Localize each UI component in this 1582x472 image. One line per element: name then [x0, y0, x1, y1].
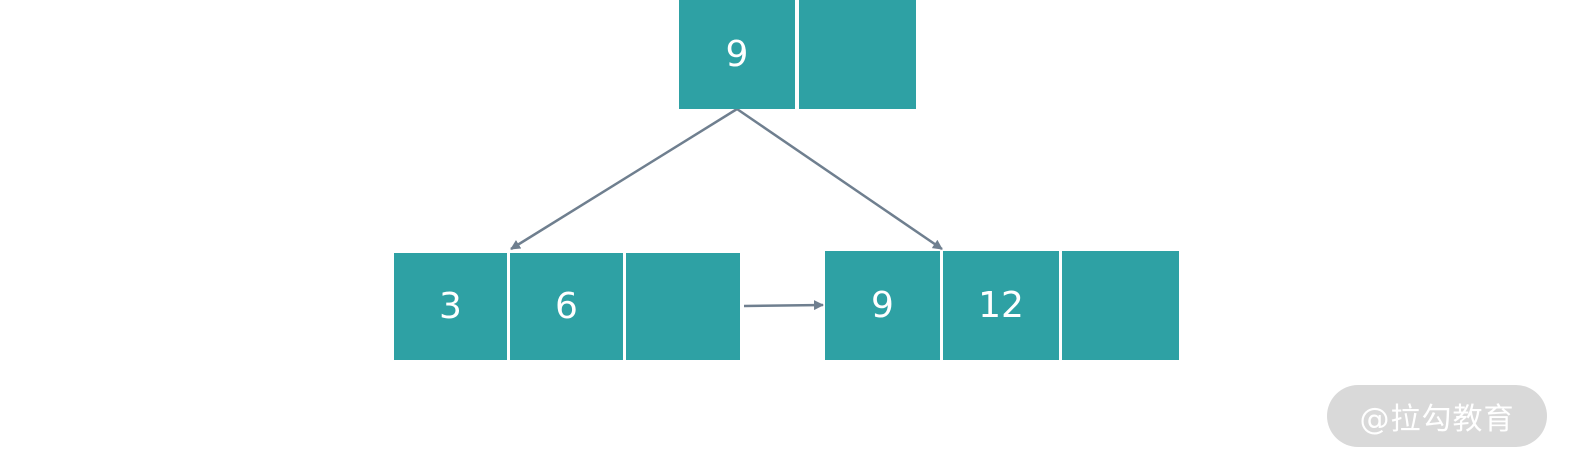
left-leaf-key-1: 6: [510, 253, 623, 360]
right-leaf-key-2: [1062, 251, 1179, 360]
watermark: @拉勾教育: [1327, 385, 1547, 447]
edge-root-to-right-leaf: [736, 107, 943, 251]
left-leaf-key-0: 3: [394, 253, 507, 360]
edge-root-to-left-leaf: [510, 107, 738, 251]
edge-leaf-sibling-pointer: [743, 300, 824, 311]
left-leaf-key-2: [626, 253, 740, 360]
right-leaf-key-1: 12: [943, 251, 1059, 360]
right-leaf-key-0: 9: [825, 251, 940, 360]
root-key-0: 9: [679, 0, 795, 109]
root-key-1: [799, 0, 916, 109]
